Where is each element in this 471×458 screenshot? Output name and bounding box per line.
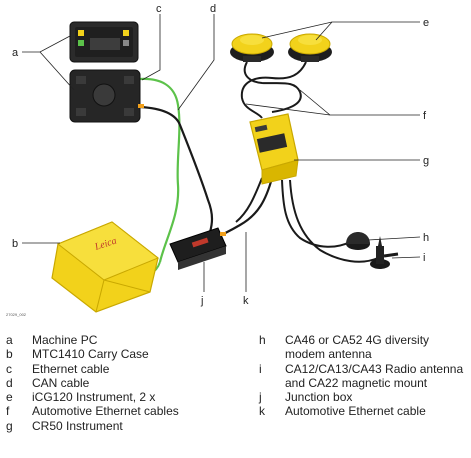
callout-i: i	[423, 252, 425, 264]
legend-item: a Machine PC	[6, 333, 98, 347]
callout-c: c	[156, 3, 162, 15]
leader-lines	[22, 14, 421, 292]
legend-item: h CA46 or CA52 4G diversity modem antenn…	[259, 333, 430, 362]
system-diagram: Leica	[6, 3, 429, 317]
legend-left-column: a Machine PC b MTC1410 Carry Case c Ethe…	[6, 333, 246, 433]
automotive-ethernet-cable-1	[243, 61, 302, 113]
modem-antenna-cable	[281, 179, 351, 248]
automotive-ethernet-cable-k	[213, 177, 274, 240]
legend: a Machine PC b MTC1410 Carry Case c Ethe…	[0, 333, 471, 458]
legend-item: g CR50 Instrument	[6, 418, 123, 433]
icg120-instrument-2	[288, 33, 332, 62]
legend-item: f Automotive Ethernet cables	[6, 404, 179, 419]
callout-g: g	[423, 155, 429, 167]
legend-item: d CAN cable	[6, 375, 90, 390]
icg120-instrument-1	[230, 33, 274, 62]
legend-item: c Ethernet cable	[6, 361, 110, 376]
callout-k: k	[243, 295, 249, 307]
ethernet-cable	[139, 77, 181, 263]
cr50-junction-cable	[235, 177, 263, 223]
callout-j: j	[200, 295, 203, 307]
legend-right-column: h CA46 or CA52 4G diversity modem antenn…	[259, 333, 469, 419]
legend-item: i CA12/CA13/CA43 Radio antenna and CA22 …	[259, 361, 464, 390]
callout-f: f	[423, 110, 427, 122]
can-cable	[139, 105, 214, 233]
callout-h: h	[423, 232, 429, 244]
callout-d: d	[210, 3, 216, 15]
junction-box	[169, 227, 227, 270]
legend-item: j Junction box	[259, 390, 353, 405]
callout-b: b	[12, 238, 18, 250]
machine-pc	[69, 21, 144, 123]
modem-antenna	[346, 232, 370, 250]
automotive-ethernet-cable-2	[240, 61, 307, 119]
figure-id: 27029_002	[6, 312, 27, 317]
cr50-instrument	[249, 113, 299, 185]
callout-a: a	[12, 47, 19, 59]
legend-item: k Automotive Ethernet cable	[259, 404, 426, 419]
carry-case: Leica	[51, 221, 159, 313]
legend-item: b MTC1410 Carry Case	[6, 347, 149, 362]
radio-antenna-cable	[289, 179, 379, 263]
radio-antenna	[370, 236, 399, 269]
callout-e: e	[423, 17, 429, 29]
legend-item: e iCG120 Instrument, 2 x	[6, 390, 156, 405]
